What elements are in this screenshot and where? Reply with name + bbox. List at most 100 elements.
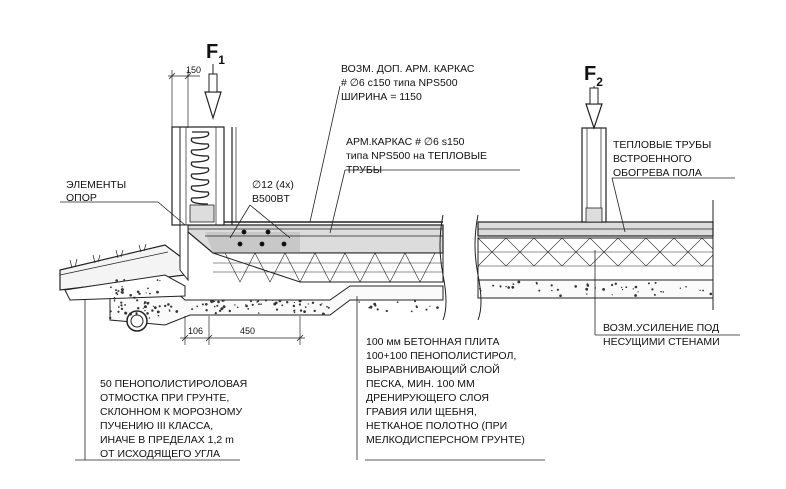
aggregate-dot (115, 289, 117, 292)
aggregate-dot (143, 303, 145, 305)
aggregate-dot (298, 303, 301, 306)
aggregate-dot (492, 284, 495, 287)
aggregate-dot (142, 307, 144, 309)
aggregate-dot (210, 301, 213, 304)
wall-left (171, 126, 237, 226)
aggregate-dot (298, 299, 302, 303)
aggregate-dot (410, 310, 413, 313)
aggregate-dot (585, 287, 589, 291)
aggregate-dot (218, 309, 222, 312)
aggregate-dot (157, 314, 160, 317)
aggregate-dot (221, 300, 224, 302)
aggregate-dot (275, 301, 278, 305)
aggregate-dot (149, 292, 151, 295)
aggregate-dot (625, 286, 628, 289)
aggregate-dot (120, 307, 124, 311)
aggregate-dot (151, 309, 154, 312)
aggregate-dot (147, 287, 149, 290)
aggregate-dot (278, 299, 282, 303)
aggregate-dot (120, 288, 124, 292)
aggregate-dot (167, 303, 170, 306)
aggregate-dot (369, 305, 373, 309)
aggregate-dot (129, 312, 131, 315)
aggregate-dot (228, 309, 231, 313)
aggregate-dot (299, 309, 303, 312)
aggregate-dot (709, 292, 713, 296)
eps-insulation-left (212, 252, 444, 283)
aggregate-dot (376, 308, 379, 311)
aggregate-dot (201, 303, 204, 306)
label-layers: 100 мм БЕТОННАЯ ПЛИТА 100+100 ПЕНОПОЛИСТ… (366, 336, 525, 446)
aggregate-dot (479, 287, 481, 290)
aggregate-dot (156, 279, 159, 281)
aggregate-dot (374, 304, 377, 307)
aggregate-dot (358, 301, 361, 303)
dim-wall-width: 150 (168, 65, 201, 128)
aggregate-dot (611, 294, 613, 296)
label-edge-insulation: 50 ПЕНОПОЛИСТИРОЛОВАЯ ОТМОСТКА ПРИ ГРУНТ… (100, 378, 250, 460)
aggregate-dot (123, 279, 126, 281)
aggregate-dot (429, 305, 431, 307)
aggregate-dot (319, 303, 322, 306)
aggregate-dot (637, 291, 639, 293)
aggregate-dot (214, 312, 217, 315)
aggregate-dot (196, 305, 199, 308)
aggregate-dot (303, 310, 306, 313)
svg-text:106: 106 (188, 326, 203, 336)
aggregate-dot (699, 289, 701, 291)
aggregate-dot (124, 311, 128, 315)
aggregate-dot (574, 285, 577, 288)
aggregate-dot (169, 310, 171, 312)
aggregate-dot (260, 303, 262, 306)
aggregate-dot (702, 289, 704, 292)
svg-text:150: 150 (186, 65, 201, 75)
aggregate-dot (220, 307, 224, 311)
wall-right (581, 127, 607, 223)
aggregate-dot (116, 293, 119, 296)
aggregate-dot (120, 304, 123, 307)
svg-text:F2: F2 (584, 63, 603, 89)
svg-text:450: 450 (240, 326, 255, 336)
aggregate-dot (271, 299, 274, 301)
aggregate-dot (138, 292, 141, 295)
aggregate-dot (480, 290, 482, 292)
aggregate-dot (536, 282, 538, 285)
aggregate-dots (109, 229, 713, 320)
aggregate-dot (550, 284, 553, 287)
aggregate-dot (660, 290, 662, 293)
aggregate-dot (258, 303, 260, 306)
aggregate-dot (115, 291, 118, 295)
aggregate-dot (517, 280, 521, 284)
aggregate-dot (109, 310, 112, 313)
aggregate-dot (236, 306, 239, 309)
aggregate-dot (281, 304, 284, 307)
aggregate-dot (143, 305, 147, 309)
rebar-dot (259, 241, 265, 247)
aggregate-dot (117, 290, 120, 292)
aggregate-dot (311, 301, 315, 304)
aggregate-dot (511, 285, 515, 289)
aggregate-dot (415, 306, 418, 309)
aggregate-dot (245, 304, 247, 306)
aggregate-dot (158, 305, 161, 308)
aggregate-dot (170, 305, 173, 308)
aggregate-dot (385, 309, 388, 313)
gravel-layer-left (109, 277, 444, 326)
aggregate-dot (662, 291, 665, 293)
aggregate-dot (326, 305, 328, 308)
label-main-cage: АРМ.КАРКАС # ∅6 s150 типа NPS500 на ТЕПЛ… (346, 136, 490, 176)
aggregate-dot (121, 286, 123, 288)
aggregate-dot (214, 300, 216, 302)
aggregate-dot (250, 300, 252, 303)
aggregate-dot (144, 309, 146, 312)
aggregate-dot (213, 305, 216, 308)
aggregate-dot (647, 282, 650, 285)
aggregate-dot (257, 312, 260, 314)
aggregate-dot (322, 312, 325, 316)
aggregate-dot (191, 308, 194, 311)
aggregate-dot (614, 282, 617, 285)
aggregate-dot (113, 297, 116, 299)
aggregate-dot (145, 292, 147, 294)
aggregate-dot (505, 285, 507, 288)
